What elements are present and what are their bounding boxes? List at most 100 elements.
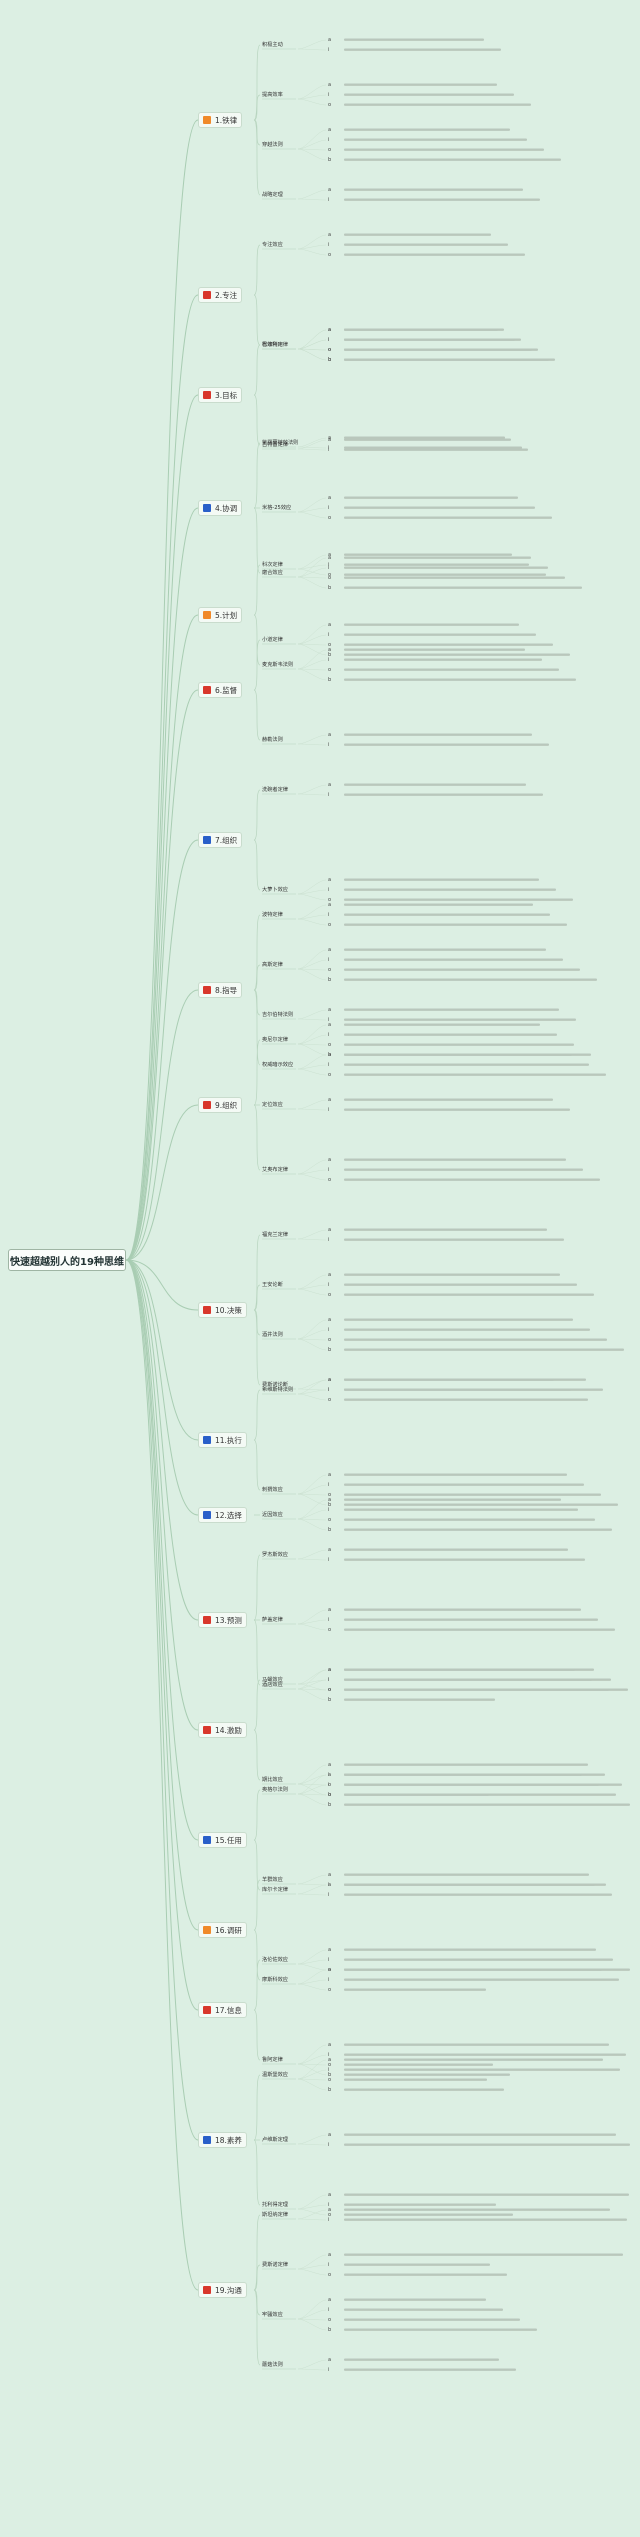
subtopic-node[interactable]: 专注效应: [262, 242, 283, 248]
topic-node[interactable]: 18.素养: [198, 2132, 247, 2148]
subtopic-node[interactable]: 费斯诺论断: [262, 1382, 288, 1388]
leaf-text-placeholder: [344, 2058, 603, 2061]
topic-node[interactable]: 9.组织: [198, 1097, 243, 1113]
subtopic-node[interactable]: 提高效率: [262, 92, 283, 98]
leaf-bullet: i: [328, 1956, 330, 1963]
leaf-text-placeholder: [344, 1398, 588, 1401]
leaf-bullet: i: [328, 2201, 330, 2208]
leaf-text-placeholder: [344, 138, 527, 141]
topic-node[interactable]: 6.监督: [198, 682, 243, 698]
topic-node[interactable]: 4.协调: [198, 500, 243, 516]
subtopic-node[interactable]: 罗杰斯效应: [262, 1552, 288, 1558]
subtopic-connector: [253, 639, 261, 691]
subtopic-node[interactable]: 积极主动: [262, 42, 283, 48]
subtopic-node[interactable]: 卢维斯定理: [262, 2137, 288, 2143]
leaf-bullet: b: [328, 156, 332, 163]
subtopic-node[interactable]: 奥格尔法则: [262, 1787, 288, 1793]
subtopic-node[interactable]: 斯坦纳定律: [262, 2212, 288, 2218]
leaf-connector: [297, 2044, 327, 2065]
leaf-connector: [297, 1549, 327, 1560]
subtopic-node[interactable]: 巴菲特定律: [262, 342, 288, 348]
subtopic-node[interactable]: 吉尔伯特法则: [262, 1012, 294, 1018]
subtopic-node[interactable]: 期比效应: [262, 1777, 283, 1783]
topic-node[interactable]: 8.指导: [198, 982, 243, 998]
subtopic-node[interactable]: 马蝇效应: [262, 1677, 283, 1683]
subtopic-node[interactable]: 大萝卜效应: [262, 887, 288, 893]
subtopic-node[interactable]: 麦克斯韦法则: [262, 662, 294, 668]
subtopic-node[interactable]: 权威暗示效应: [262, 1062, 294, 1068]
subtopic-node[interactable]: 洛伦佐效应: [262, 1957, 288, 1963]
subtopic-node[interactable]: 福克兰定律: [262, 1232, 288, 1238]
subtopic-node[interactable]: 洗碗者定律: [262, 787, 288, 793]
subtopic-node[interactable]: 奥尼尔定律: [262, 1037, 288, 1043]
subtopic-node[interactable]: 希维斯特法则: [262, 1387, 294, 1393]
leaf-bullet: b: [328, 2326, 332, 2333]
subtopic-node[interactable]: 羊群效应: [262, 1877, 283, 1883]
topic-node[interactable]: 5.计划: [198, 607, 243, 623]
subtopic-node[interactable]: 萨盖定律: [262, 1617, 283, 1623]
subtopic-node[interactable]: 高斯定律: [262, 962, 283, 968]
subtopic-node[interactable]: 小道定律: [262, 637, 283, 643]
subtopic-node[interactable]: 托利得定理: [262, 2202, 288, 2208]
subtopic-node[interactable]: 费斯诺定律: [262, 2262, 288, 2268]
topic-label: 6.监督: [215, 685, 238, 695]
subtopic-node[interactable]: 定位效应: [262, 1102, 283, 1108]
topic-node[interactable]: 3.目标: [198, 387, 243, 403]
topic-node[interactable]: 1.铁律: [198, 112, 243, 128]
leaf-connector: [297, 1064, 327, 1070]
subtopic-node[interactable]: 温斯堡效应: [262, 2072, 288, 2078]
subtopic-node[interactable]: 艾奥布定律: [262, 1167, 288, 1173]
subtopic-node[interactable]: 近因效应: [262, 1512, 283, 1518]
subtopic-node[interactable]: 库尔卡定律: [262, 1887, 288, 1893]
leaf-text-placeholder: [344, 2308, 503, 2311]
subtopic-node[interactable]: 酒井法则: [262, 1332, 283, 1338]
root-topic[interactable]: 快速超越别人的19种思维: [8, 1249, 126, 1271]
subtopic-node[interactable]: 蘑菇法则: [262, 2362, 283, 2368]
topic-node[interactable]: 15.任用: [198, 1832, 247, 1848]
subtopic-connector: [253, 2214, 261, 2291]
root-topic-connector: [125, 989, 199, 1261]
topic-label: 9.组织: [215, 1100, 238, 1110]
subtopic-connector: [253, 1679, 261, 1731]
topic-node[interactable]: 19.沟通: [198, 2282, 247, 2298]
topic-node[interactable]: 13.预测: [198, 1612, 247, 1628]
topic-node[interactable]: 7.组织: [198, 832, 243, 848]
subtopic-node[interactable]: 科次定律: [262, 562, 283, 568]
leaf-connector: [297, 1883, 327, 1886]
subtopic-node[interactable]: 牢骚效应: [262, 2312, 283, 2318]
leaf-bullet: o: [328, 1686, 332, 1693]
leaf-connector: [297, 339, 327, 350]
subtopic-node[interactable]: 刺猬效应: [262, 1487, 283, 1493]
subtopic-node[interactable]: 古特雷定律: [262, 442, 288, 448]
subtopic-node[interactable]: 有效利用: [262, 342, 283, 348]
leaf-bullet: a: [328, 1606, 332, 1613]
topic-node[interactable]: 2.专注: [198, 287, 243, 303]
subtopic-node[interactable]: 紫羅蘭链效法则: [262, 440, 299, 446]
subtopic-connector: [253, 442, 261, 509]
leaf-connector: [297, 1169, 327, 1175]
topic-label: 1.铁律: [215, 115, 238, 125]
topic-label: 5.计划: [215, 610, 238, 620]
subtopic-node[interactable]: 波特定律: [262, 912, 283, 918]
topic-node[interactable]: 12.选择: [198, 1507, 247, 1523]
subtopic-node[interactable]: 酒店效应: [262, 1682, 283, 1688]
topic-node[interactable]: 14.激励: [198, 1722, 247, 1738]
subtopic-node[interactable]: 战略定理: [262, 192, 283, 198]
subtopic-node[interactable]: 米格-25效应: [262, 505, 292, 511]
subtopic-node[interactable]: 赫勒法则: [262, 737, 283, 743]
leaf-text-placeholder: [344, 436, 505, 439]
topic-node[interactable]: 10.决策: [198, 1302, 247, 1318]
subtopic-node[interactable]: 穿越法则: [262, 142, 283, 148]
leaf-bullet: i: [328, 196, 330, 203]
leaf-bullet: a: [328, 1546, 332, 1553]
leaf-text-placeholder: [344, 1688, 609, 1691]
leaf-text-placeholder: [344, 2368, 516, 2371]
topic-node[interactable]: 16.调研: [198, 1922, 247, 1938]
topic-node[interactable]: 11.执行: [198, 1432, 247, 1448]
subtopic-node[interactable]: 摩斯科效应: [262, 1977, 288, 1983]
topic-node[interactable]: 17.信息: [198, 2002, 247, 2018]
subtopic-node[interactable]: 磨合效应: [262, 570, 283, 576]
subtopic-node[interactable]: 王安论断: [262, 1282, 283, 1288]
subtopic-node[interactable]: 鲁阿定律: [262, 2057, 283, 2063]
leaf-text-placeholder: [344, 783, 526, 786]
